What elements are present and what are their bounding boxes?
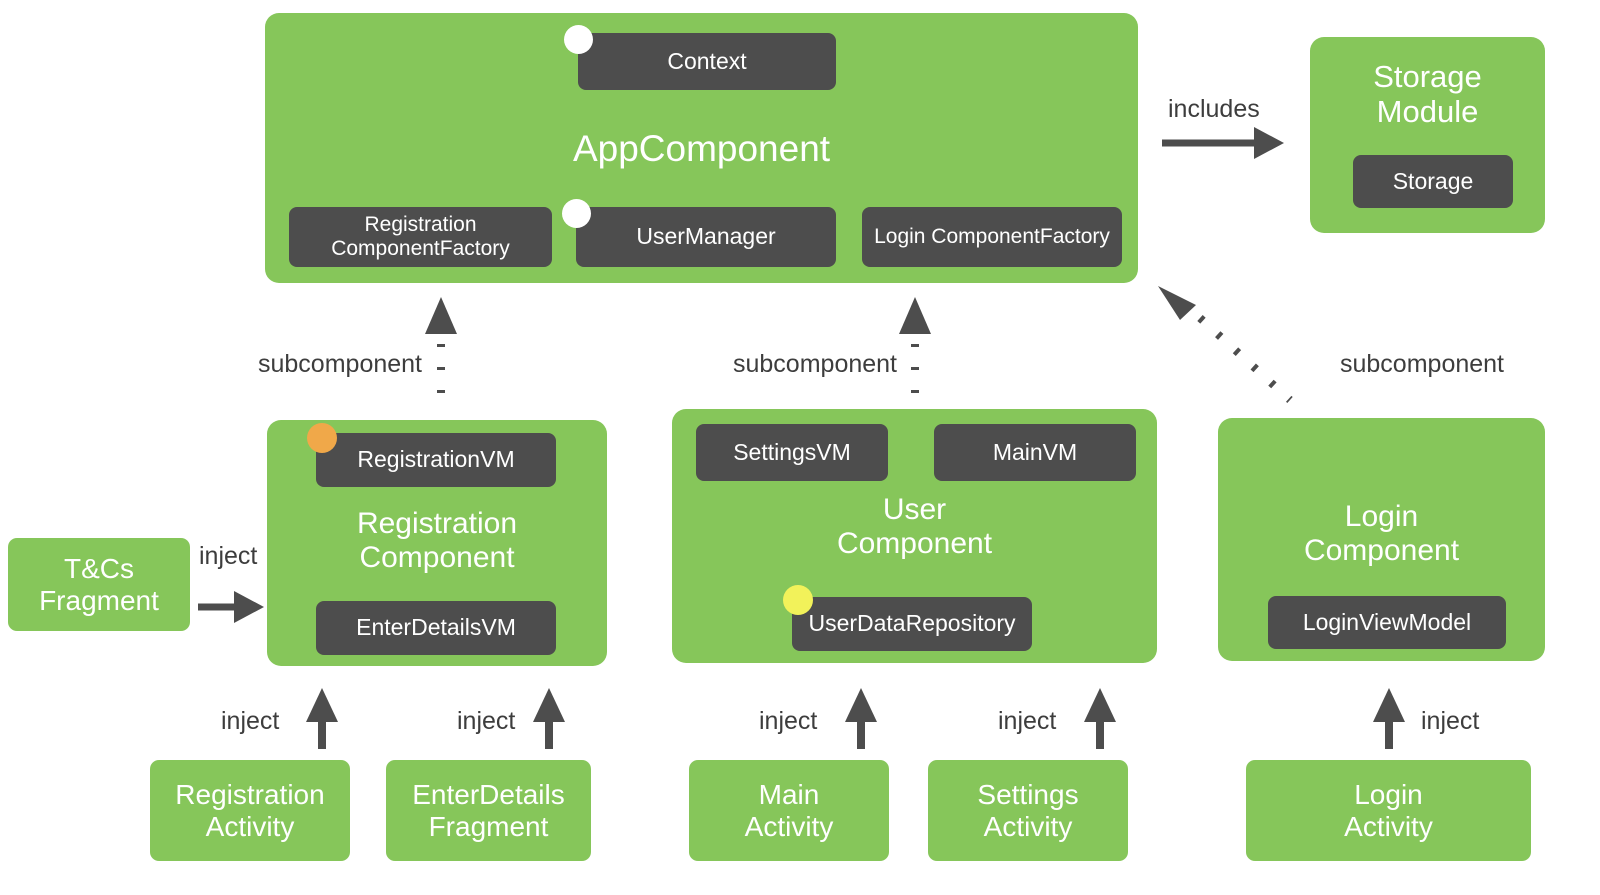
storage-module-title: Storage Module — [1373, 59, 1482, 130]
scope-dot-user-data-repository — [783, 585, 813, 615]
binding-login-component-factory-label: Login ComponentFactory — [874, 225, 1110, 249]
client-main-activity[interactable]: Main Activity — [689, 760, 889, 861]
client-enterdetails-fragment-label: EnterDetails Fragment — [412, 778, 565, 842]
binding-main-vm-label: MainVM — [992, 438, 1078, 465]
client-tcs-fragment[interactable]: T&Cs Fragment — [8, 538, 190, 631]
edge-label-user-subcomponent: subcomponent — [733, 350, 898, 378]
edge-label-tcs-inject: inject — [199, 542, 258, 570]
client-settings-activity-label: Settings Activity — [977, 778, 1079, 842]
edge-label-login-subcomponent: subcomponent — [1340, 350, 1505, 378]
edge-label-registration-activity-inject: inject — [221, 707, 280, 735]
edge-login-subcomponent — [1158, 286, 1293, 403]
client-registration-activity[interactable]: Registration Activity — [150, 760, 350, 861]
binding-enter-details-vm[interactable]: EnterDetailsVM — [316, 601, 556, 655]
edge-user-subcomponent — [899, 297, 931, 398]
binding-settings-vm[interactable]: SettingsVM — [696, 424, 888, 481]
binding-registration-vm[interactable]: RegistrationVM — [316, 433, 556, 487]
binding-registration-component-factory[interactable]: Registration ComponentFactory — [289, 207, 552, 267]
binding-login-view-model-label: LoginViewModel — [1302, 608, 1472, 635]
edge-registration-subcomponent — [425, 297, 457, 398]
binding-user-manager-label: UserManager — [636, 223, 776, 250]
edge-enterdetails-fragment-inject — [533, 688, 565, 749]
binding-login-component-factory[interactable]: Login ComponentFactory — [862, 207, 1122, 267]
binding-main-vm[interactable]: MainVM — [934, 424, 1136, 481]
scope-dot-registration-vm — [307, 423, 337, 453]
app-component-title: AppComponent — [572, 128, 831, 169]
client-login-activity[interactable]: Login Activity — [1246, 760, 1531, 861]
binding-storage-label: Storage — [1392, 167, 1474, 194]
edge-label-enterdetails-fragment-inject: inject — [457, 707, 516, 735]
binding-registration-vm-label: RegistrationVM — [357, 446, 515, 473]
client-main-activity-label: Main Activity — [744, 778, 834, 842]
binding-login-view-model[interactable]: LoginViewModel — [1268, 596, 1506, 649]
client-registration-activity-label: Registration Activity — [175, 778, 325, 842]
edge-tcs-inject — [198, 591, 264, 623]
edge-label-registration-subcomponent: subcomponent — [258, 350, 423, 378]
edge-main-activity-inject — [845, 688, 877, 749]
scope-dot-context — [564, 25, 593, 54]
binding-storage[interactable]: Storage — [1353, 155, 1513, 208]
binding-enter-details-vm-label: EnterDetailsVM — [356, 614, 516, 641]
client-tcs-fragment-label: T&Cs Fragment — [39, 552, 159, 616]
client-enterdetails-fragment[interactable]: EnterDetails Fragment — [386, 760, 591, 861]
edge-registration-activity-inject — [306, 688, 338, 749]
edge-settings-activity-inject — [1084, 688, 1116, 749]
edge-label-login-activity-inject: inject — [1421, 707, 1480, 735]
binding-user-data-repository[interactable]: UserDataRepository — [792, 597, 1032, 651]
scope-dot-user-manager — [562, 199, 591, 228]
login-component-title: Login Component — [1303, 500, 1460, 568]
binding-context[interactable]: Context — [578, 33, 836, 90]
edge-label-main-activity-inject: inject — [759, 707, 818, 735]
binding-user-data-repository-label: UserDataRepository — [808, 610, 1016, 637]
edge-login-activity-inject — [1373, 688, 1405, 749]
edge-label-includes: includes — [1168, 95, 1260, 123]
client-login-activity-label: Login Activity — [1344, 778, 1433, 842]
edge-includes-storage — [1162, 127, 1284, 159]
binding-context-label: Context — [667, 47, 747, 74]
binding-registration-component-factory-label: Registration ComponentFactory — [331, 213, 510, 260]
binding-settings-vm-label: SettingsVM — [733, 438, 851, 465]
user-component-title: User Component — [836, 493, 993, 561]
edge-label-settings-activity-inject: inject — [998, 707, 1057, 735]
client-settings-activity[interactable]: Settings Activity — [928, 760, 1128, 861]
registration-component-title: Registration Component — [356, 507, 518, 575]
binding-user-manager[interactable]: UserManager — [576, 207, 836, 267]
